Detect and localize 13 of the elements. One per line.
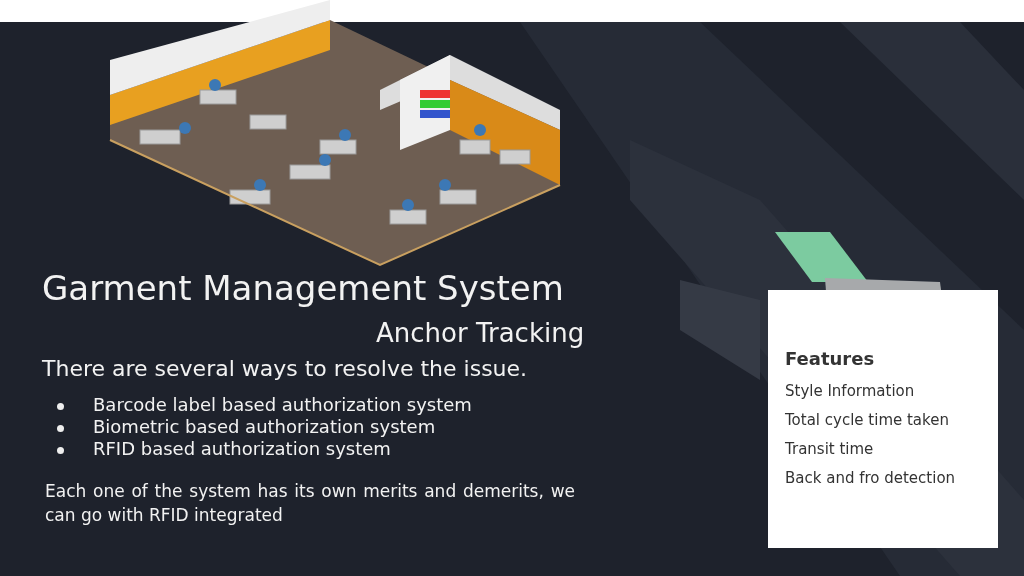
bullet-item: Biometric based authorization system <box>93 416 436 437</box>
bullet-item: RFID based authorization system <box>93 438 391 459</box>
feature-item: Transit time <box>785 440 875 458</box>
feature-item: Total cycle time taken <box>785 411 950 429</box>
intro-sentence: There are several ways to resolve the issue. <box>42 356 528 381</box>
bullet-item: Barcode label based authorization system <box>93 394 472 415</box>
paragraph: Each one of the system has its own merits and demerits, we can go with RFID integrated <box>45 480 575 527</box>
subtitle: Anchor Tracking <box>376 318 585 348</box>
card-heading: Features <box>785 348 876 369</box>
note-card <box>768 290 998 548</box>
slide-title: Garment Management System <box>42 268 564 308</box>
feature-item: Back and fro detection <box>785 469 957 487</box>
feature-item: Style Information <box>785 382 916 400</box>
